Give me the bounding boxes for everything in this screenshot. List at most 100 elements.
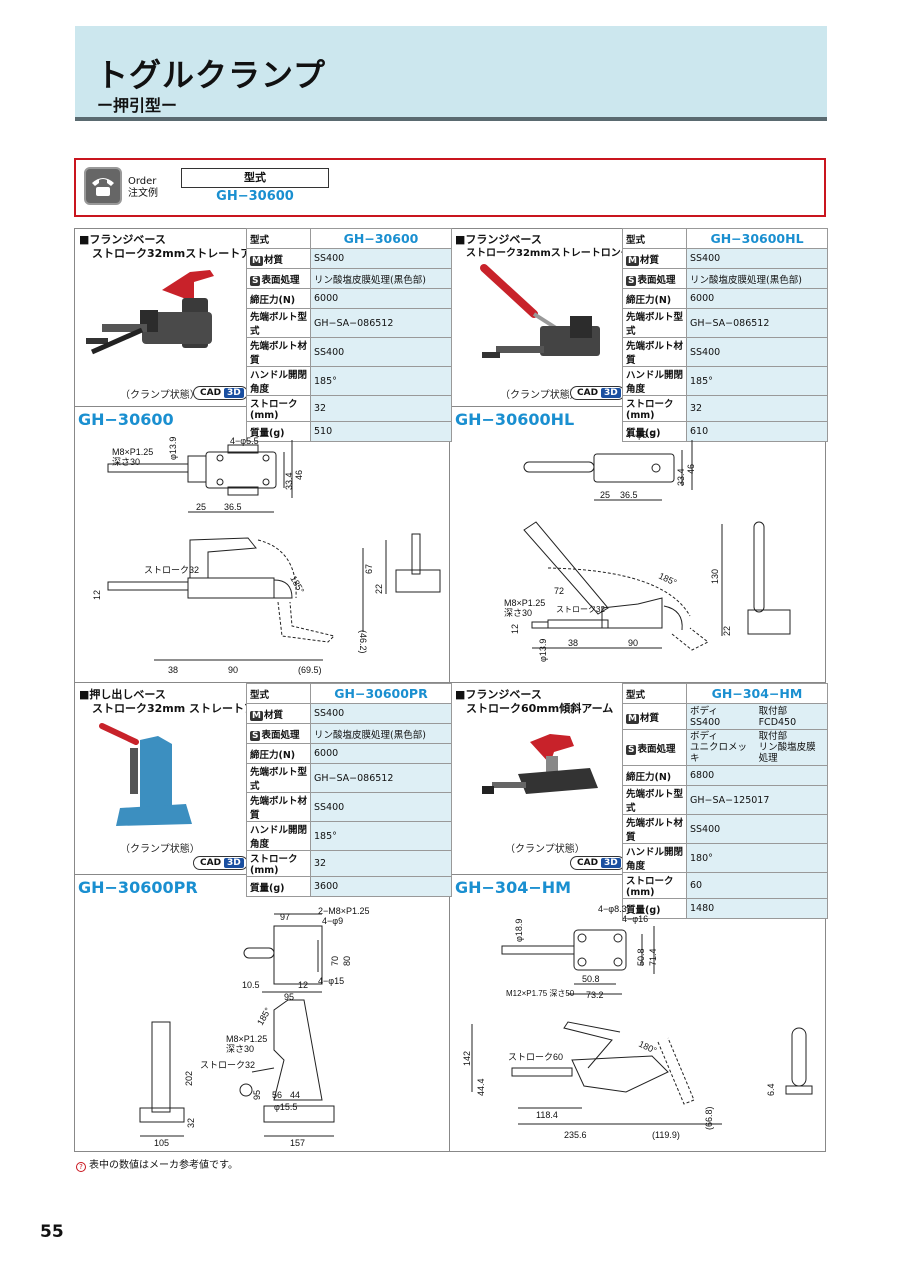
- spec-key-label: ハンドル開閉角度: [626, 847, 684, 872]
- spec-key: ストローク(mm): [246, 395, 311, 422]
- spec-key-label: 締圧力(N): [626, 294, 672, 306]
- section-heading: ■フランジベース: [79, 233, 166, 246]
- dim-label: 深さ30: [226, 1044, 254, 1054]
- spec-key-label: 型式: [250, 234, 270, 246]
- spec-row: 質量(g) 3600: [246, 876, 452, 897]
- spec-value: 180°: [686, 843, 828, 873]
- spec-key-label: 材質: [263, 254, 283, 266]
- spec-key: 先端ボルト型式: [246, 308, 311, 338]
- spec-key-label: 先端ボルト型式: [250, 312, 308, 337]
- spec-badge: S: [626, 275, 637, 286]
- spec-row: ストローク(mm)32: [246, 850, 452, 877]
- cad-label: CAD: [577, 858, 599, 868]
- dim-label: 38: [168, 665, 178, 675]
- dim-label: 97: [280, 912, 290, 922]
- spec-badge: M: [626, 255, 639, 266]
- header-band: [75, 26, 827, 118]
- spec-key-label: ハンドル開閉角度: [250, 370, 308, 395]
- spec-key-label: 材質: [639, 712, 659, 724]
- spec-value: リン酸塩皮膜処理(黒色部): [310, 723, 452, 744]
- spec-value: 32: [686, 395, 828, 422]
- spec-key-label: 材質: [639, 254, 659, 266]
- dim-label: 50.8: [582, 974, 600, 984]
- spec-row: 質量(g)610: [622, 421, 828, 442]
- section-heading: ■フランジベース: [455, 233, 542, 246]
- phone-icon: [84, 167, 122, 205]
- drawing-title: GH−30600: [78, 410, 174, 429]
- dim-label: 4−φ8.3: [598, 904, 627, 914]
- spec-key: ストローク(mm): [622, 395, 687, 422]
- spec-row: ストローク(mm)32: [622, 395, 828, 422]
- spec-key-label: 先端ボルト型式: [626, 312, 684, 337]
- section-subheading: ストローク32mm ストレートアーム: [92, 702, 277, 715]
- spec-key-label: 質量(g): [250, 882, 285, 894]
- spec-value: リン酸塩皮膜処理(黒色部): [686, 268, 828, 289]
- spec-key: 質量(g): [622, 898, 687, 919]
- dim-label: 50.8: [636, 948, 646, 966]
- dim-label: 130: [710, 569, 720, 584]
- dim-label: φ13.9: [168, 437, 178, 460]
- spec-key: 締圧力(N): [622, 288, 687, 309]
- product-photo: [86, 270, 214, 355]
- spec-key-label: 材質: [263, 709, 283, 721]
- dim-label: 6.4: [766, 1083, 776, 1096]
- dim-label: 95: [252, 1090, 262, 1100]
- spec-key-label: 締圧力(N): [626, 771, 672, 783]
- section-subheading: ストローク32mmストレートアーム: [92, 247, 273, 260]
- section-heading: ■フランジベース: [455, 688, 542, 701]
- spec-key-label: 先端ボルト型式: [626, 789, 684, 814]
- page-number: 55: [40, 1222, 64, 1242]
- dim-label: 12: [510, 624, 520, 634]
- dim-label: 25: [600, 490, 610, 500]
- spec-value: 185°: [686, 366, 828, 396]
- dim-label: 70: [330, 956, 340, 966]
- spec-key: 型式: [246, 228, 311, 249]
- dim-label: 235.6: [564, 1130, 587, 1140]
- spec-key-label: 質量(g): [250, 427, 285, 439]
- dim-label: 22: [374, 584, 384, 594]
- dim-label: 12: [92, 590, 102, 600]
- dim-label: 90: [628, 638, 638, 648]
- spec-badge: M: [250, 710, 263, 721]
- spec-value: GH−SA−086512: [310, 308, 452, 338]
- spec-value: SS400: [686, 814, 828, 844]
- cad-label: CAD: [200, 388, 222, 398]
- spec-value: 3600: [310, 876, 452, 897]
- spec-value: 6800: [686, 765, 828, 786]
- section-heading: ■押し出しベース: [79, 688, 166, 701]
- dim-label: φ13.9: [538, 639, 548, 662]
- dim-label: ストローク32: [200, 1060, 255, 1070]
- dim-label: 4−φ16: [622, 914, 648, 924]
- dim-label: 38: [568, 638, 578, 648]
- dim-label: φ15.5: [274, 1102, 297, 1112]
- dim-label: (66.8): [704, 1106, 714, 1130]
- dim-label: 46: [686, 464, 696, 474]
- spec-key-label: 締圧力(N): [250, 749, 296, 761]
- cad-3d-label: 3D: [601, 858, 621, 868]
- spec-row: 質量(g)510: [246, 421, 452, 442]
- footnote: ?表中の数値はメーカ参考値です。: [76, 1156, 238, 1172]
- dim-label: 深さ30: [112, 457, 140, 467]
- dim-label: 10.5: [242, 980, 260, 990]
- dim-label: 202: [184, 1071, 194, 1086]
- spec-key: 締圧力(N): [246, 288, 311, 309]
- spec-key: ハンドル開閉角度: [622, 366, 687, 396]
- dim-label: 2−M8×P1.25: [318, 906, 370, 916]
- spec-key-label: 表面処理: [261, 729, 300, 741]
- spec-value: SS400: [686, 248, 828, 269]
